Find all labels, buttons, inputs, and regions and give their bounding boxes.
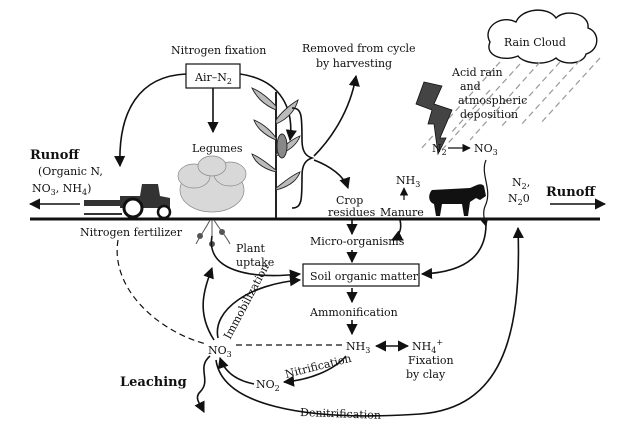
micro-organisms-label: Micro-organisms bbox=[310, 235, 405, 248]
tractor-icon bbox=[84, 184, 172, 220]
leaching-label: Leaching bbox=[120, 375, 187, 390]
fertilizer-dashed-line bbox=[116, 239, 207, 345]
lightning-bolt-icon bbox=[415, 81, 453, 156]
corn-plant-icon bbox=[251, 87, 301, 218]
legume-plant-icon bbox=[177, 155, 247, 213]
denitrification-arrow bbox=[215, 226, 524, 417]
manure-label: Manure bbox=[380, 206, 424, 219]
nitrogen-fixation-label: Nitrogen fixation bbox=[171, 44, 266, 57]
nh3-soil-label: NH3 bbox=[346, 340, 370, 355]
nh3-volatilization-label: NH3 bbox=[396, 174, 420, 189]
fixation-by-clay-label-1: Fixation bbox=[408, 354, 454, 367]
rain-cloud-icon bbox=[487, 9, 598, 64]
no3-deposition-arrow bbox=[480, 159, 489, 227]
nitrification-label: Nitrification bbox=[284, 352, 353, 381]
soil-organic-matter-box bbox=[302, 263, 420, 287]
soil-organic-matter-label: Soil organic matter bbox=[310, 270, 419, 283]
runoff-right-label: Runoff bbox=[546, 185, 596, 200]
denitrification-label: Denitrification bbox=[300, 406, 381, 422]
plant-uptake-label-1: Plant bbox=[236, 242, 266, 255]
legumes-label: Legumes bbox=[192, 142, 243, 155]
acid-rain-label-1: Acid rain bbox=[451, 66, 503, 79]
no3-uptake-arrow bbox=[202, 266, 215, 341]
runoff-left-detail-1: (Organic N, bbox=[38, 165, 103, 178]
removed-arrow bbox=[313, 74, 360, 157]
cow-icon bbox=[429, 184, 486, 216]
crop-residue-arrow bbox=[313, 159, 351, 190]
plant-uptake-arrow bbox=[210, 235, 302, 281]
acid-rain-label-4: deposition bbox=[460, 108, 518, 121]
nh4-label: NH4+ bbox=[412, 338, 443, 355]
rain-cloud-label: Rain Cloud bbox=[504, 36, 566, 49]
n2-deposition-label: N2 bbox=[432, 142, 447, 157]
rain-streaks bbox=[419, 57, 601, 153]
nitrogen-fertilizer-label: Nitrogen fertilizer bbox=[80, 226, 183, 239]
crop-residues-label-2: residues bbox=[328, 206, 376, 219]
fixation-to-uptake-arrow bbox=[239, 73, 297, 142]
no2-label: NO2 bbox=[256, 378, 280, 393]
ammonification-label: Ammonification bbox=[309, 306, 398, 319]
fixation-to-runoff-arrow bbox=[114, 73, 187, 168]
harvest-brace bbox=[291, 107, 315, 209]
manure-to-micro-arrow bbox=[390, 219, 404, 241]
no2-to-no3-arrow bbox=[217, 356, 255, 385]
legume-roots-icon bbox=[195, 219, 231, 247]
plant-uptake-label-2: uptake bbox=[236, 256, 274, 269]
air-n2-box bbox=[185, 63, 241, 89]
air-n2-label: Air–N2 bbox=[194, 71, 232, 86]
nh3-to-no2-arrow bbox=[282, 355, 347, 387]
no3-deposition-label: NO3 bbox=[474, 142, 498, 157]
deposition-to-som-arrow bbox=[420, 223, 487, 280]
acid-rain-label-3: atmospheric bbox=[458, 94, 527, 107]
removed-label-2: by harvesting bbox=[316, 57, 392, 70]
runoff-left-detail-2: NO3, NH4) bbox=[32, 182, 91, 197]
acid-rain-label-2: and bbox=[460, 80, 481, 93]
leaching-arrow bbox=[194, 355, 211, 414]
immobilization-arrow bbox=[216, 275, 302, 339]
n2-gas-label: N2, bbox=[512, 176, 530, 191]
n2o-gas-label: N20 bbox=[508, 192, 530, 207]
fixation-by-clay-label-2: by clay bbox=[406, 368, 446, 381]
no3-soil-label: NO3 bbox=[208, 344, 232, 359]
removed-label-1: Removed from cycle bbox=[302, 42, 416, 55]
runoff-left-label: Runoff bbox=[30, 148, 80, 163]
crop-residues-label-1: Crop bbox=[336, 194, 363, 207]
